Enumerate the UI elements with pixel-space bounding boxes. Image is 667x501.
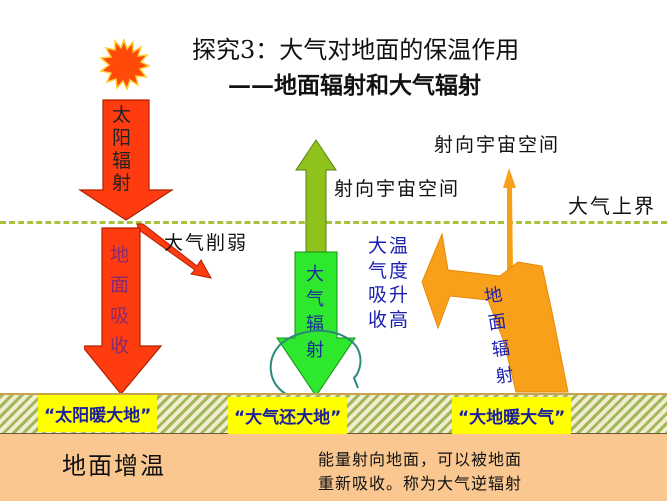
solar-radiation-label: 太 阳 辐 射 xyxy=(112,104,131,195)
char: 收 xyxy=(368,309,388,332)
counter-radiation-note: 能量射向地面，可以被地面 重新吸收。称为大气逆辐射 xyxy=(318,448,522,496)
diagram-subtitle: ——地面辐射和大气辐射 xyxy=(228,72,481,99)
atmosphere-boundary-line xyxy=(0,221,667,224)
ground-radiation-to-space-arrow xyxy=(503,168,516,272)
char: 射 xyxy=(494,364,516,388)
char: 度 xyxy=(389,259,409,282)
atmospheric-weakening-label: 大气削弱 xyxy=(164,232,249,254)
note-line-1: 能量射向地面，可以被地面 xyxy=(318,450,523,469)
char: 射 xyxy=(112,172,132,195)
solar-radiation-arrow xyxy=(77,99,175,221)
char: 辐 xyxy=(490,337,512,362)
char: 射 xyxy=(306,339,324,361)
char: 气 xyxy=(368,259,388,282)
char: 地 xyxy=(482,284,504,308)
char: 面 xyxy=(110,274,130,297)
atmosphere-to-space-label: 射向宇宙空间 xyxy=(334,178,461,200)
ground-radiation-to-space-label: 射向宇宙空间 xyxy=(434,134,561,156)
atmosphere-absorb-label: 大 气 吸 收 温 度 升 高 xyxy=(368,234,408,333)
diagram-title: 探究3：大气对地面的保温作用 xyxy=(192,36,520,64)
char: 阳 xyxy=(112,126,132,149)
char: 大 xyxy=(306,264,324,285)
char: 吸 xyxy=(110,304,130,327)
char: 面 xyxy=(486,310,508,335)
ground-absorb-label: 地 面 吸 收 xyxy=(110,240,129,362)
ground-absorb-arrow xyxy=(84,227,163,395)
quote-earth-warms-atmosphere: “大地暖大气” xyxy=(452,397,572,434)
char: 太 xyxy=(112,104,132,126)
char: 升 xyxy=(389,284,409,307)
char: 辐 xyxy=(112,149,132,172)
atmosphere-boundary-label: 大气上界 xyxy=(568,194,656,218)
quote-sun-warms-earth: “太阳暖大地” xyxy=(38,395,158,432)
char: 地 xyxy=(110,244,130,266)
sun-icon xyxy=(99,38,150,90)
char: 高 xyxy=(389,309,409,332)
atmosphere-to-space-arrow xyxy=(295,139,337,253)
atmospheric-counter-radiation-arrow xyxy=(276,251,356,397)
char: 温 xyxy=(389,235,409,257)
char: 吸 xyxy=(368,284,388,307)
note-line-2: 重新吸收。称为大气逆辐射 xyxy=(318,474,523,493)
char: 收 xyxy=(110,335,130,358)
ground-body xyxy=(0,433,667,501)
char: 大 xyxy=(368,235,388,257)
char: 气 xyxy=(306,289,324,311)
atmospheric-weakening-arrow xyxy=(136,223,212,279)
quote-atmosphere-returns-earth: “大气还大地” xyxy=(228,397,348,434)
ground-warming-label: 地面增温 xyxy=(62,452,166,480)
highlight-ellipse xyxy=(269,329,362,397)
ground-radiation-arrow xyxy=(421,232,569,393)
